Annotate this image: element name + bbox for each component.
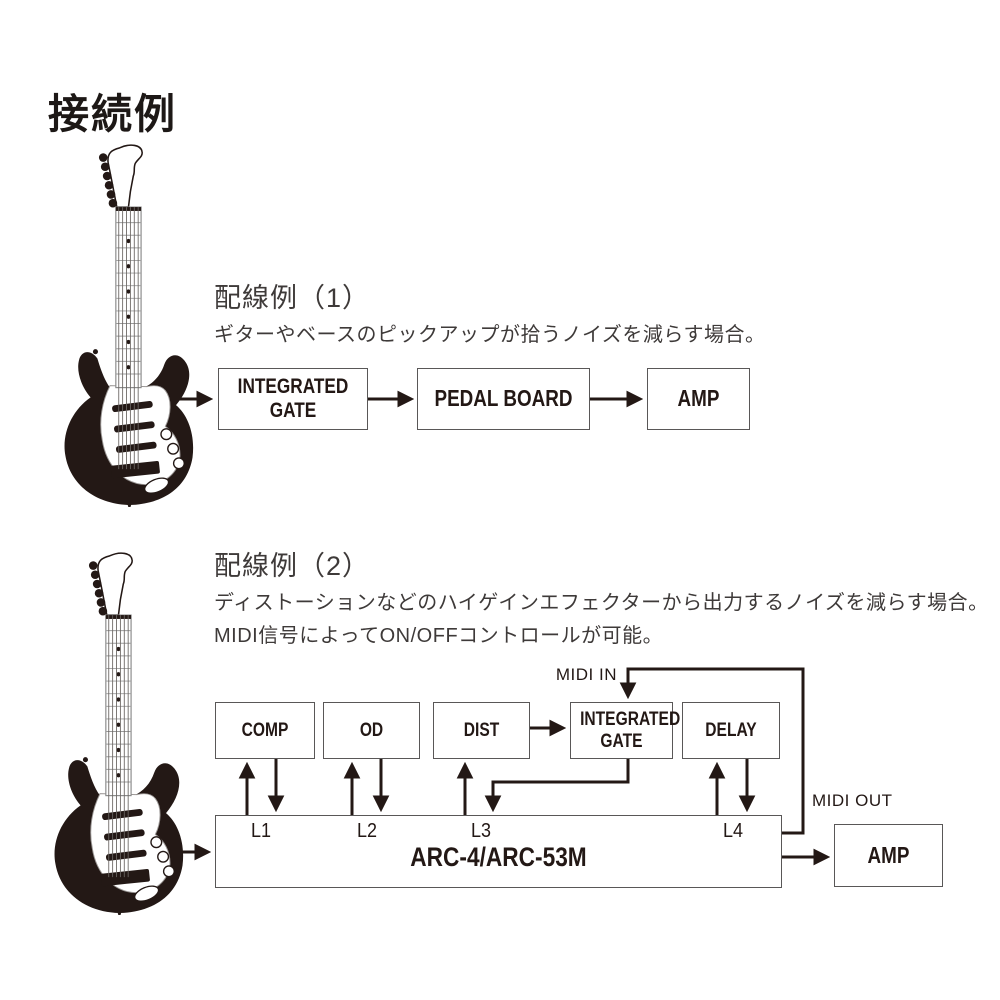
loop-label-l1: L1 — [250, 820, 272, 842]
arrow-integrated-gate-to-loop3-return — [484, 759, 630, 813]
node-label: PEDAL BOARD — [434, 385, 573, 412]
node-label: INTEGRATED GATE — [237, 375, 349, 422]
node-integrated-gate-2: INTEGRATED GATE — [570, 702, 681, 759]
node-label: DIST — [463, 719, 500, 741]
example2-description-line1: ディストーションなどのハイゲインエフェクターから出力するノイズを減らす場合。 — [214, 592, 989, 614]
node-label: OD — [359, 719, 384, 741]
node-label: INTEGRATED GATE — [580, 709, 681, 752]
node-amp-2: AMP — [834, 824, 943, 887]
loop-label-l2: L2 — [356, 820, 378, 842]
node-label: COMP — [241, 719, 289, 741]
loop-label-l4: L4 — [722, 820, 744, 842]
node-pedal-board: PEDAL BOARD — [417, 368, 590, 430]
example2-heading: 配線例（2） — [214, 551, 371, 581]
electric-guitar-illustration-2 — [32, 551, 202, 915]
example2-description-line2: MIDI信号によってON/OFFコントロールが可能。 — [214, 625, 664, 647]
node-amp-1: AMP — [647, 368, 750, 430]
midi-in-label: MIDI IN — [555, 665, 617, 684]
midi-out-label: MIDI OUT — [812, 791, 893, 810]
example1-description: ギターやベースのピックアップが拾うノイズを減らす場合。 — [214, 324, 766, 346]
node-dist: DIST — [433, 702, 530, 759]
node-od: OD — [323, 702, 420, 759]
node-comp: COMP — [215, 702, 315, 759]
loop-label-l3: L3 — [470, 820, 492, 842]
node-integrated-gate-1: INTEGRATED GATE — [218, 368, 368, 430]
node-label: AMP — [677, 385, 720, 412]
switcher-label: ARC-4/ARC-53M — [410, 842, 587, 872]
node-delay: DELAY — [682, 702, 780, 759]
page-title: 接続例 — [48, 91, 177, 137]
node-label: DELAY — [705, 719, 757, 741]
node-label: AMP — [867, 841, 910, 868]
node-switcher-arc — [215, 815, 782, 888]
electric-guitar-illustration-1 — [42, 143, 212, 507]
example1-heading: 配線例（1） — [214, 283, 371, 313]
